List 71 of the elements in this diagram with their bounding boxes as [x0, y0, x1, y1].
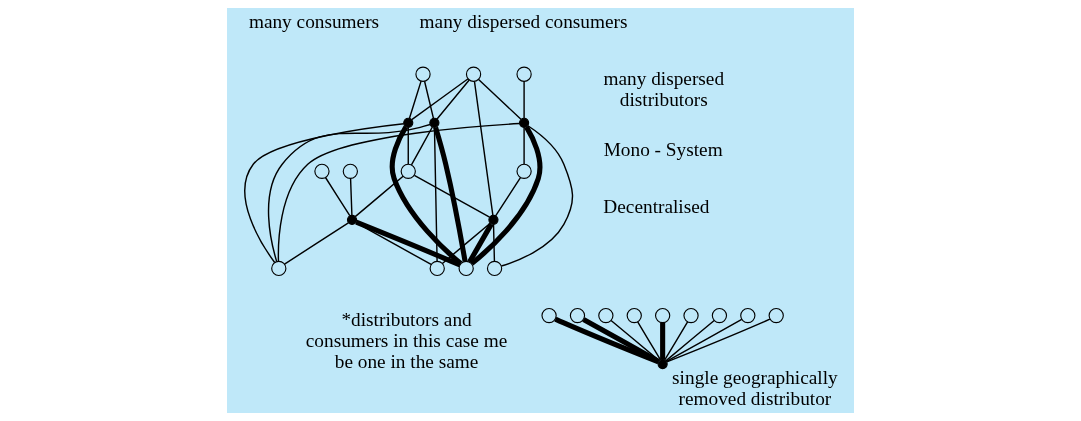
- connector: [433, 126, 438, 262]
- connector: [411, 78, 469, 121]
- connector: [523, 80, 525, 119]
- connector: [389, 125, 463, 266]
- node-circle: [271, 260, 287, 277]
- node-circle: [768, 307, 784, 324]
- connector: [494, 176, 522, 217]
- label: many dispersed distributors: [603, 67, 725, 110]
- node-circle: [429, 260, 445, 277]
- connector: [665, 319, 715, 362]
- node-circle: [400, 163, 416, 179]
- connector: [354, 175, 404, 218]
- connector: [324, 176, 351, 217]
- node-circle: [711, 307, 728, 324]
- node-circle: [458, 260, 474, 277]
- connector: [423, 80, 435, 120]
- connector: [277, 122, 521, 263]
- connector: [407, 126, 409, 165]
- connector: [355, 221, 432, 266]
- connector: [244, 123, 405, 264]
- connector: [267, 123, 431, 263]
- label: many consumers: [248, 11, 380, 33]
- node-circle: [541, 307, 557, 324]
- connector: [610, 319, 661, 362]
- connector: [413, 174, 491, 218]
- node-circle: [740, 307, 756, 324]
- connector: [283, 222, 350, 265]
- node-dot: [429, 117, 440, 128]
- connector: [433, 126, 468, 262]
- label: many dispersed consumers: [419, 11, 628, 33]
- node-dot: [657, 359, 668, 370]
- node-circle: [683, 307, 699, 324]
- node-circle: [465, 66, 482, 82]
- connector: [664, 321, 689, 361]
- node-dot: [403, 117, 414, 128]
- node-dot: [488, 214, 499, 225]
- node-circle: [486, 260, 503, 277]
- node-circle: [415, 66, 431, 82]
- connector: [436, 79, 470, 120]
- connector: [410, 126, 434, 166]
- node-dot: [518, 117, 530, 128]
- label: Mono - System: [603, 138, 723, 160]
- connector: [492, 223, 496, 262]
- connector: [665, 318, 743, 363]
- connector: [477, 78, 522, 120]
- connector: [500, 125, 574, 267]
- connector: [473, 80, 494, 216]
- node-label: single geographically removed distributor: [672, 367, 838, 410]
- connector: [408, 80, 422, 120]
- connector: [666, 318, 771, 363]
- node-dot: [346, 214, 358, 225]
- node-circle: [516, 66, 532, 82]
- connector: [355, 219, 461, 268]
- node-circle: [569, 307, 586, 324]
- connector: [660, 322, 666, 360]
- connector: [637, 321, 662, 361]
- node-circle: [314, 163, 330, 179]
- connector: [470, 125, 543, 266]
- node-circle: [516, 163, 532, 179]
- label: Decentralised: [603, 195, 710, 217]
- connector: [441, 222, 491, 265]
- node-circle: [626, 307, 642, 324]
- connector: [582, 317, 660, 364]
- connector: [349, 177, 353, 216]
- connector: [554, 316, 660, 365]
- node-circle: [654, 307, 671, 324]
- node-circle: [342, 163, 358, 179]
- label: *distributors and consumers in this case me be one in the same: [305, 309, 508, 373]
- connector: [523, 126, 525, 165]
- connector: [467, 222, 494, 264]
- node-circle: [598, 307, 614, 324]
